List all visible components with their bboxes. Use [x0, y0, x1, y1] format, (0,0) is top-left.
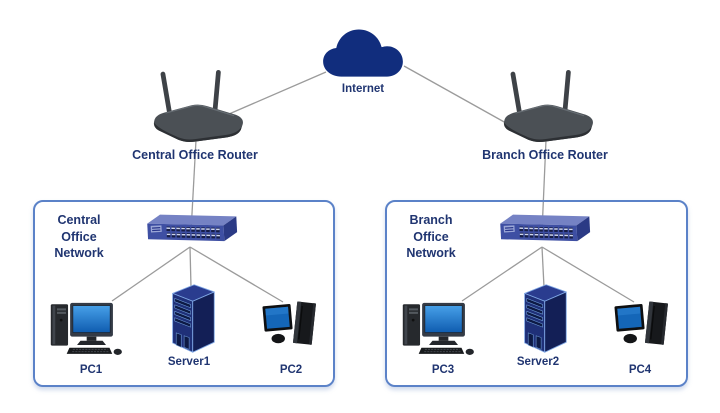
branch-office-network-label: Branch Office Network	[396, 212, 466, 262]
network-name-line: Central	[57, 213, 101, 227]
pc3-label: PC3	[431, 364, 455, 376]
branch-office-router-icon	[493, 67, 597, 147]
pc1-icon	[48, 298, 124, 356]
central-office-network-label: Central Office Network	[44, 212, 114, 262]
branch-switch-icon	[492, 209, 592, 252]
link-central-switch-pc1	[111, 246, 191, 302]
internet-cloud-icon	[316, 24, 410, 82]
link-internet-central-router	[228, 71, 327, 115]
server1-icon	[164, 281, 220, 356]
pc2-icon	[260, 297, 322, 352]
server1-label: Server1	[167, 356, 211, 368]
central-office-network-box	[33, 200, 335, 387]
link-internet-branch-router	[403, 65, 507, 124]
pc4-label: PC4	[628, 364, 652, 376]
branch-office-router-label: Branch Office Router	[482, 148, 608, 162]
central-switch-icon	[139, 209, 239, 252]
central-office-router-label: Central Office Router	[132, 148, 258, 162]
branch-office-network-box	[385, 200, 688, 387]
link-branch-switch-pc3	[461, 246, 543, 302]
pc4-icon	[612, 297, 674, 352]
network-name-line: Office	[413, 229, 449, 244]
network-name-line: Office	[61, 229, 97, 244]
network-name-line: Network	[406, 246, 456, 260]
network-name-line: Branch	[409, 213, 453, 227]
link-central-switch-server1	[189, 246, 192, 288]
pc1-label: PC1	[79, 364, 103, 376]
pc2-label: PC2	[279, 364, 303, 376]
link-central-switch-pc2	[189, 246, 284, 303]
internet-label: Internet	[341, 83, 385, 95]
network-name-line: Network	[54, 246, 104, 260]
server2-label: Server2	[516, 356, 560, 368]
pc3-icon	[400, 298, 476, 356]
link-branch-switch-server2	[541, 246, 545, 288]
server2-icon	[516, 281, 572, 356]
link-branch-switch-pc4	[541, 246, 635, 303]
central-office-router-icon	[143, 67, 247, 147]
